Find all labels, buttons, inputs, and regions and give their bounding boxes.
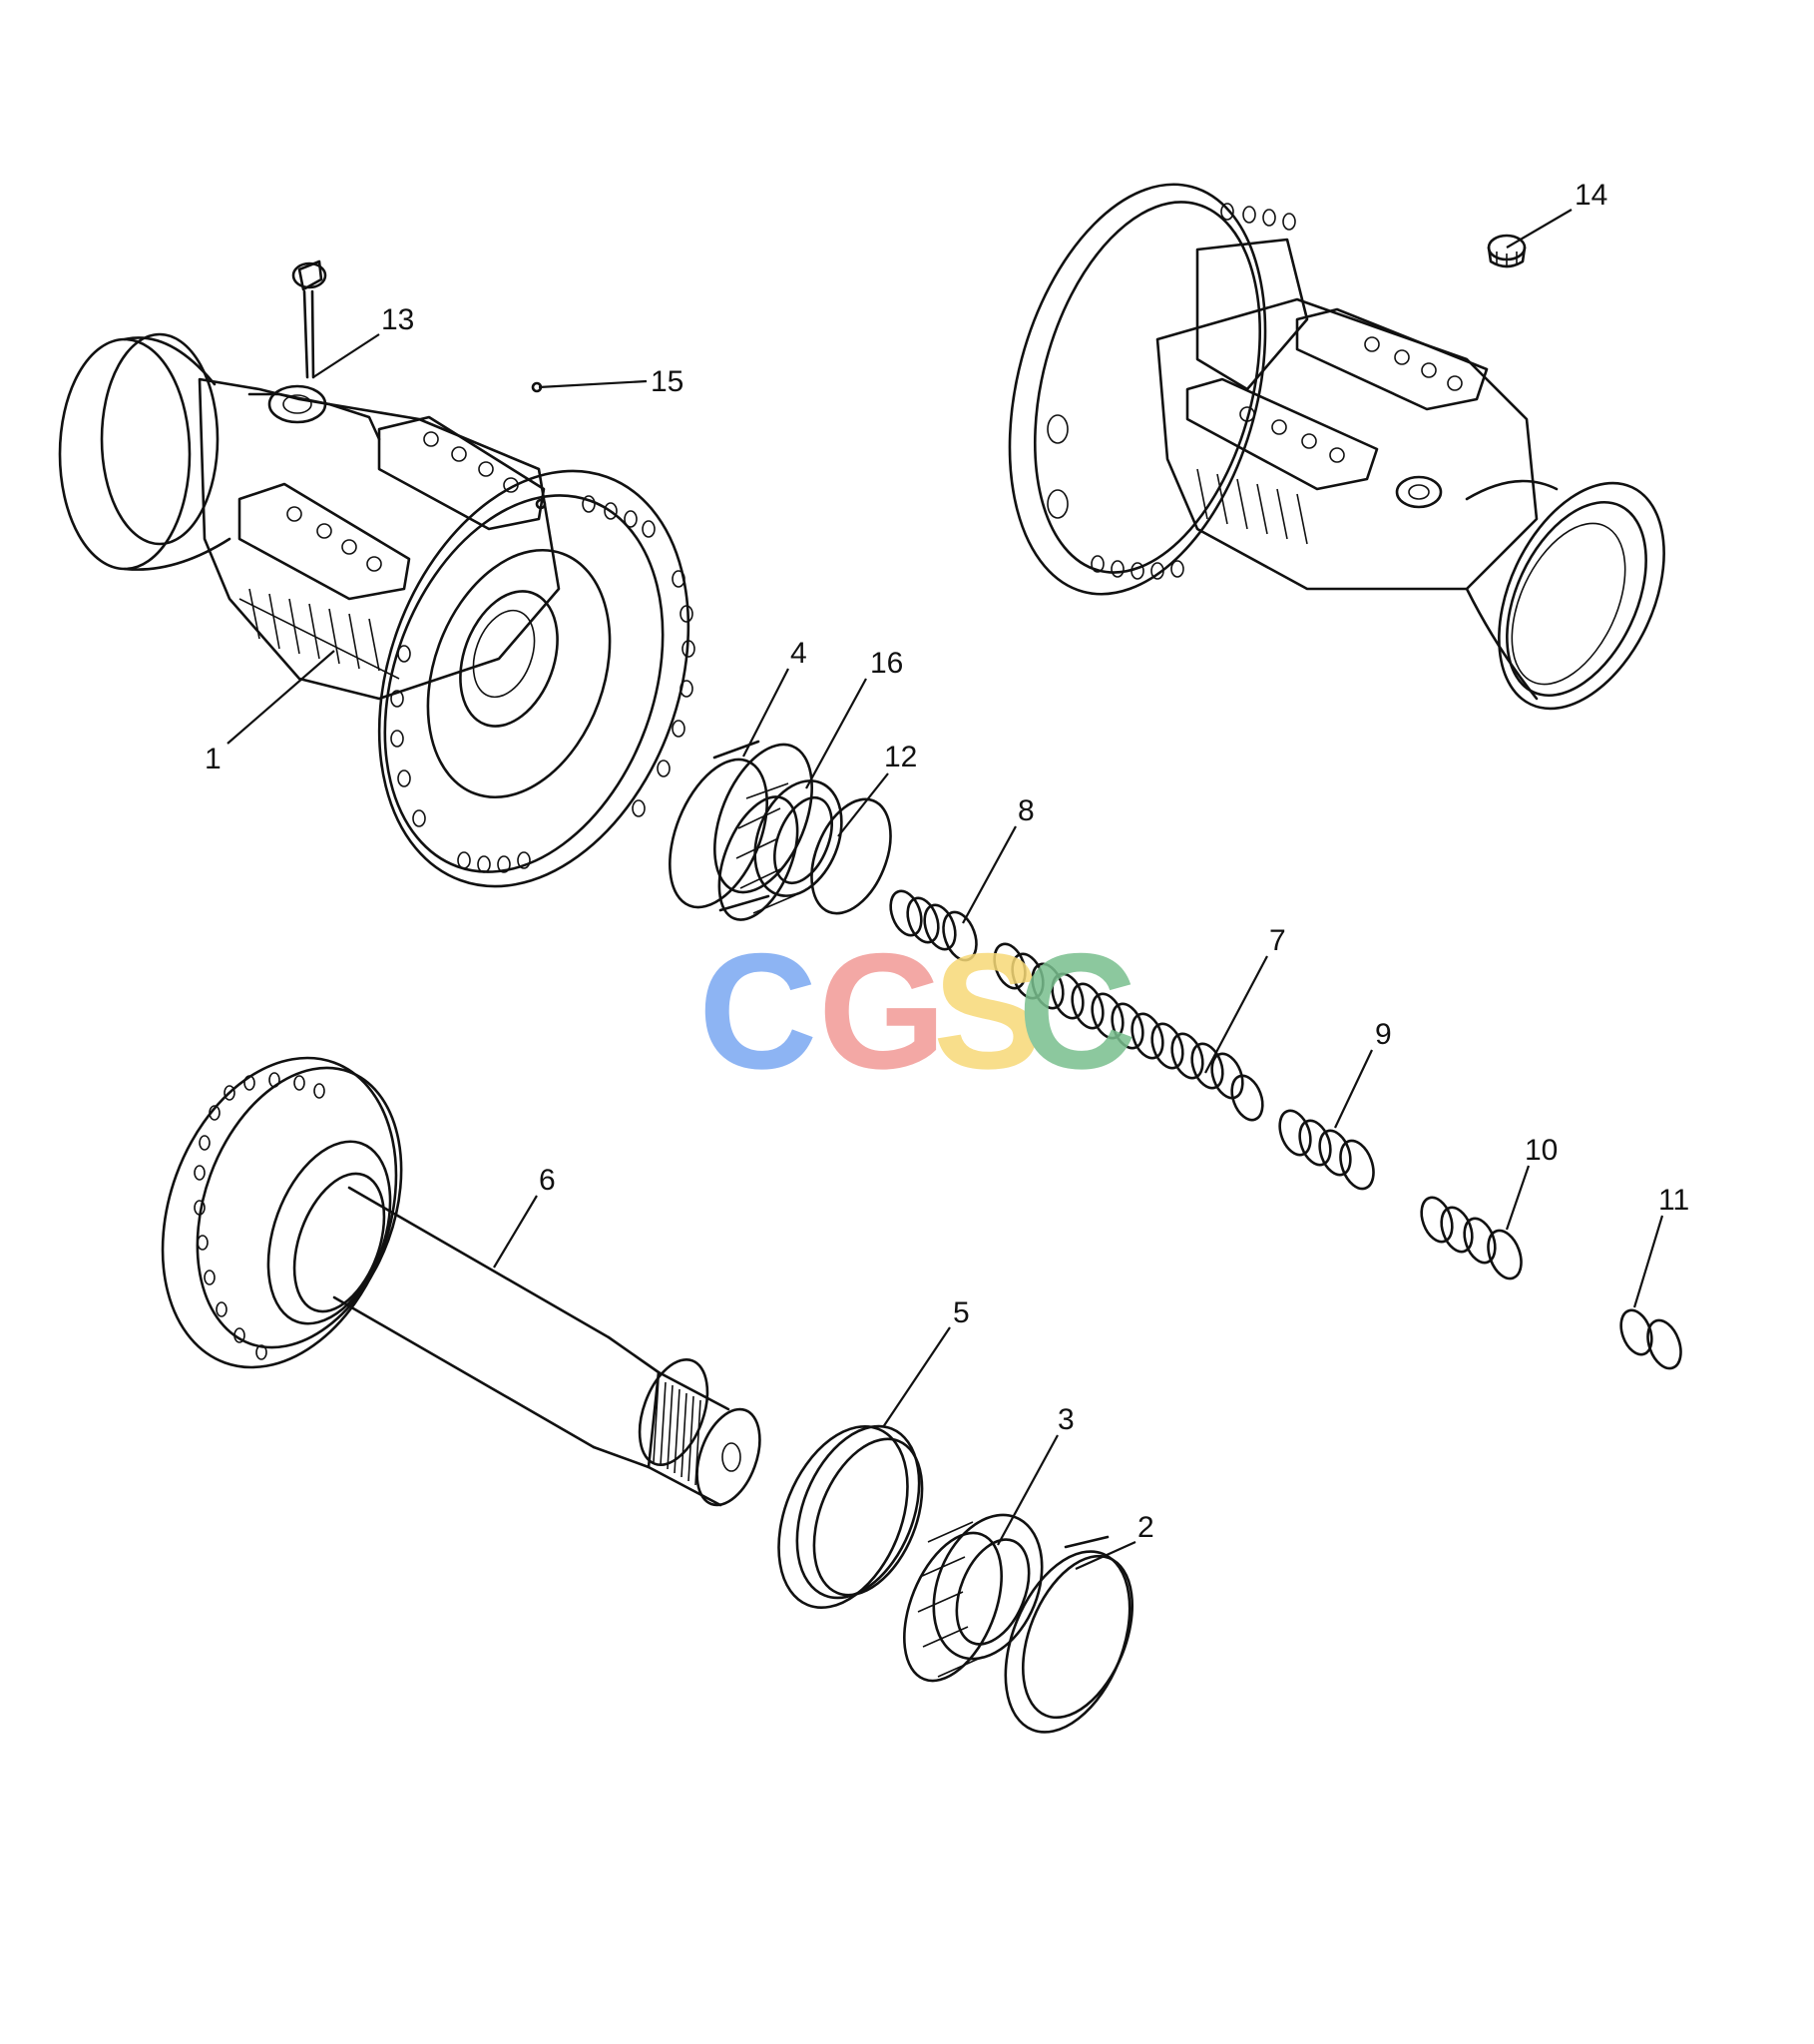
label-16: 16 <box>870 647 903 680</box>
label-12: 12 <box>884 741 917 773</box>
label-4: 4 <box>790 637 807 670</box>
seal-part-5 <box>777 1424 924 1610</box>
o-ring-part-12 <box>810 797 892 915</box>
shaft-part-6 <box>161 1056 761 1507</box>
shim-stack-part-7 <box>993 942 1264 1122</box>
plug-part-14 <box>1487 234 1527 268</box>
shims-part-9 <box>1278 1109 1375 1191</box>
label-14: 14 <box>1575 179 1607 212</box>
label-15: 15 <box>651 365 683 398</box>
label-13: 13 <box>381 303 414 336</box>
shims-part-10 <box>1420 1196 1523 1280</box>
label-1: 1 <box>205 743 222 775</box>
label-6: 6 <box>539 1164 556 1197</box>
label-2: 2 <box>1137 1511 1154 1544</box>
axle-housing-right <box>1008 183 1665 711</box>
label-9: 9 <box>1375 1018 1392 1051</box>
label-11: 11 <box>1658 1184 1689 1217</box>
bearing-cup-part-4 <box>669 740 813 912</box>
dipstick-part <box>291 259 327 379</box>
watermark-letter-s: S <box>933 919 1043 1103</box>
watermark-letter-g: G <box>818 919 946 1103</box>
shims-part-11 <box>1619 1308 1682 1370</box>
leader-lines <box>227 209 1664 1571</box>
label-7: 7 <box>1269 924 1286 957</box>
watermark-letter-c1: C <box>698 919 817 1103</box>
bearing-cup-part-2 <box>1004 1535 1134 1734</box>
shims-part-8 <box>889 889 978 962</box>
part-number-labels: 1 2 3 4 5 6 7 8 9 10 11 12 13 14 15 16 <box>205 179 1689 1544</box>
label-8: 8 <box>1018 794 1035 827</box>
cgsc-watermark-logo: C G S C <box>698 919 1136 1103</box>
label-10: 10 <box>1525 1134 1558 1167</box>
bearing-cone-part-16 <box>717 779 843 921</box>
label-3: 3 <box>1058 1403 1075 1436</box>
watermark-letter-c2: C <box>1018 919 1136 1103</box>
label-5: 5 <box>953 1296 970 1329</box>
axle-housing-left <box>58 332 695 888</box>
bearing-cone-part-3 <box>903 1513 1044 1683</box>
